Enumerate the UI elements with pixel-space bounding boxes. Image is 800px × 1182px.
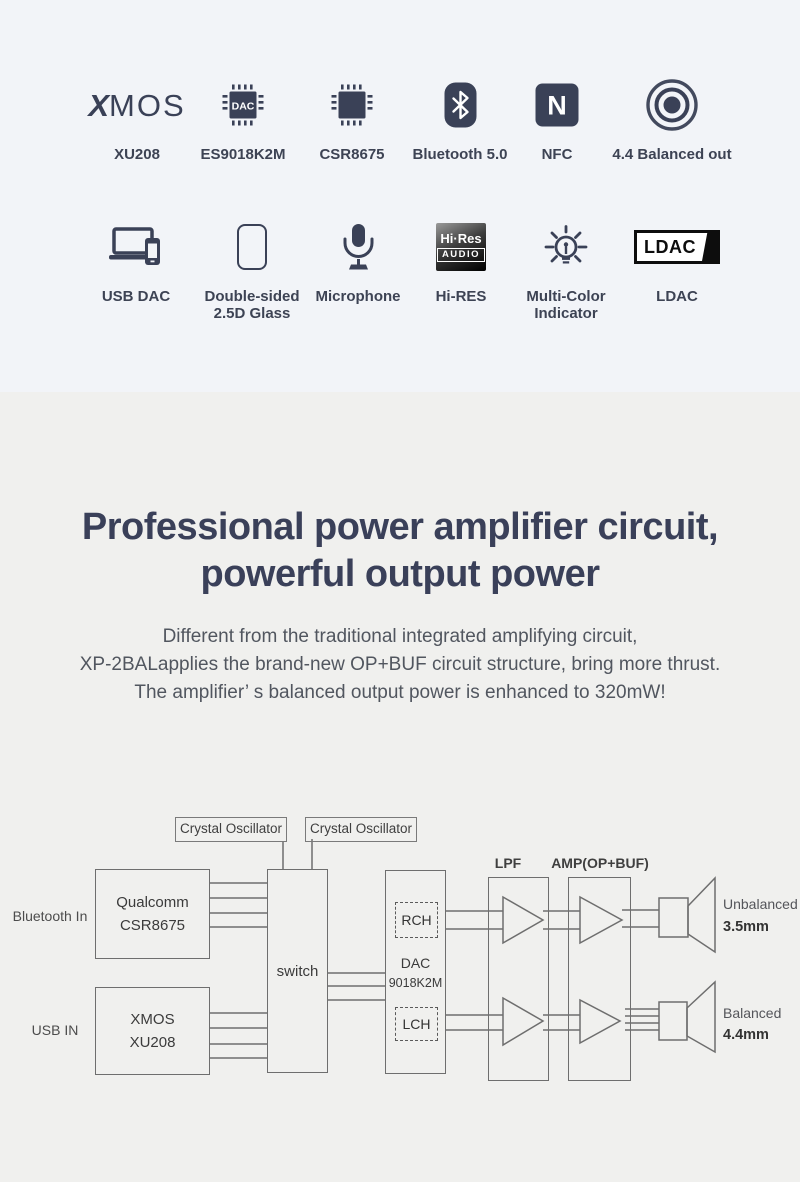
chip-icon <box>331 84 373 126</box>
feature-label: NFC <box>541 146 573 163</box>
usb-in-label: USB IN <box>31 1022 79 1038</box>
switch-box: switch <box>267 869 328 1073</box>
feature-es9018k2m: DAC ES9018K2M <box>183 73 303 163</box>
qualcomm-csr8675-box: Qualcomm CSR8675 <box>95 869 210 959</box>
glass-panel-icon <box>237 224 267 270</box>
ldac-logo-tab <box>702 233 717 261</box>
dac-chip-text: DAC <box>232 101 255 113</box>
opamp-triangle-amp-left <box>579 998 622 1045</box>
hires-logo-line1: Hi·Res <box>440 231 482 247</box>
usb-dac-icon <box>109 227 160 265</box>
feature-label: Double-sided 2.5D Glass <box>204 288 300 323</box>
feature-label: ES9018K2M <box>200 146 286 163</box>
balanced-label: Balanced <box>723 1005 782 1021</box>
connector-balanced <box>658 1001 688 1041</box>
opamp-triangle-lpf-left <box>502 996 545 1047</box>
bluetooth-in-label: Bluetooth In <box>12 908 88 924</box>
speaker-balanced-icon <box>686 980 716 1054</box>
unbalanced-label: Unbalanced <box>723 896 798 912</box>
hires-audio-logo: Hi·Res AUDIO <box>436 223 486 271</box>
lpf-label: LPF <box>494 855 522 871</box>
xmos-logo-icon: XMOS <box>88 90 185 121</box>
feature-label: CSR8675 <box>319 146 385 163</box>
feature-microphone: Microphone <box>299 215 417 305</box>
crystal-oscillator-2-box: Crystal Oscillator <box>305 817 417 842</box>
feature-label: Microphone <box>315 288 401 305</box>
heading-line2: powerful output power <box>200 553 600 595</box>
qualcomm-line2: CSR8675 <box>119 917 186 934</box>
circuit-block-diagram: Crystal Oscillator Crystal Oscillator Bl… <box>0 810 800 1120</box>
section-heading: Professional power amplifier circuit, po… <box>0 392 800 598</box>
feature-label: LDAC <box>656 288 698 305</box>
feature-indicator: Multi-Color Indicator <box>510 215 622 323</box>
qualcomm-line1: Qualcomm <box>116 894 189 911</box>
amp-box <box>568 877 631 1081</box>
hires-logo-line2: AUDIO <box>436 248 486 262</box>
ldac-logo: LDAC <box>634 230 720 264</box>
feature-xmos-xu208: XMOS XU208 <box>77 73 197 164</box>
feature-label: Hi-RES <box>435 288 487 305</box>
dac-line2: 9018K2M <box>388 976 443 990</box>
feature-usb-dac: USB DAC <box>76 215 196 305</box>
nfc-icon: N <box>535 83 579 127</box>
amp-label: AMP(OP+BUF) <box>551 855 649 871</box>
feature-csr8675: CSR8675 <box>292 73 412 163</box>
feature-ldac: LDAC LDAC <box>617 215 737 305</box>
feature-hires: Hi·Res AUDIO Hi-RES <box>401 215 521 305</box>
heading-line1: Professional power amplifier circuit, <box>81 506 719 548</box>
section-body: Different from the traditional integrate… <box>0 623 800 707</box>
feature-glass: Double-sided 2.5D Glass <box>196 215 308 323</box>
rch-box: RCH <box>395 902 438 938</box>
xmos-logo-x: X <box>88 87 110 123</box>
feature-label: XU208 <box>114 146 160 163</box>
feature-label: Bluetooth 5.0 <box>412 146 508 163</box>
ldac-logo-text: LDAC <box>644 237 696 257</box>
amplifier-section: Professional power amplifier circuit, po… <box>0 392 800 1182</box>
feature-label: 4.4 Balanced out <box>612 146 732 163</box>
dac-line1: DAC <box>400 955 431 971</box>
xmos-line2: XU208 <box>129 1034 176 1051</box>
opamp-triangle-lpf-right <box>502 895 545 945</box>
lch-box: LCH <box>395 1007 438 1041</box>
opamp-triangle-amp-right <box>579 895 624 945</box>
xmos-line1: XMOS <box>130 1011 175 1028</box>
diagram-wires <box>210 839 716 1059</box>
unbalanced-size-label: 3.5mm <box>723 919 769 935</box>
dac-box: RCH DAC 9018K2M LCH <box>385 870 446 1074</box>
multicolor-bulb-icon <box>544 225 588 264</box>
speaker-unbalanced-icon <box>687 876 716 954</box>
feature-bluetooth: Bluetooth 5.0 <box>402 73 518 163</box>
nfc-letter: N <box>547 91 567 121</box>
feature-nfc: N NFC <box>497 73 617 163</box>
feature-balanced-out: 4.4 Balanced out <box>605 73 739 163</box>
xmos-logo-mos: MOS <box>109 87 186 123</box>
body-line1: Different from the traditional integrate… <box>162 626 638 647</box>
body-line3: The amplifier’ s balanced output power i… <box>134 682 666 703</box>
body-line2: XP-2BALapplies the brand-new OP+BUF circ… <box>79 654 721 675</box>
xmos-xu208-box: XMOS XU208 <box>95 987 210 1075</box>
balanced-size-label: 4.4mm <box>723 1027 769 1043</box>
feature-grid: XMOS XU208 DAC ES9018K2M <box>0 0 800 392</box>
crystal-oscillator-1-box: Crystal Oscillator <box>175 817 287 842</box>
connector-unbalanced <box>658 897 689 938</box>
microphone-icon <box>343 224 373 270</box>
balanced-jack-icon <box>646 79 698 131</box>
bluetooth-icon <box>444 82 476 128</box>
dac-chip-icon: DAC <box>222 84 264 126</box>
feature-label: Multi-Color Indicator <box>526 288 606 323</box>
feature-label: USB DAC <box>101 288 171 305</box>
lpf-box <box>488 877 549 1081</box>
